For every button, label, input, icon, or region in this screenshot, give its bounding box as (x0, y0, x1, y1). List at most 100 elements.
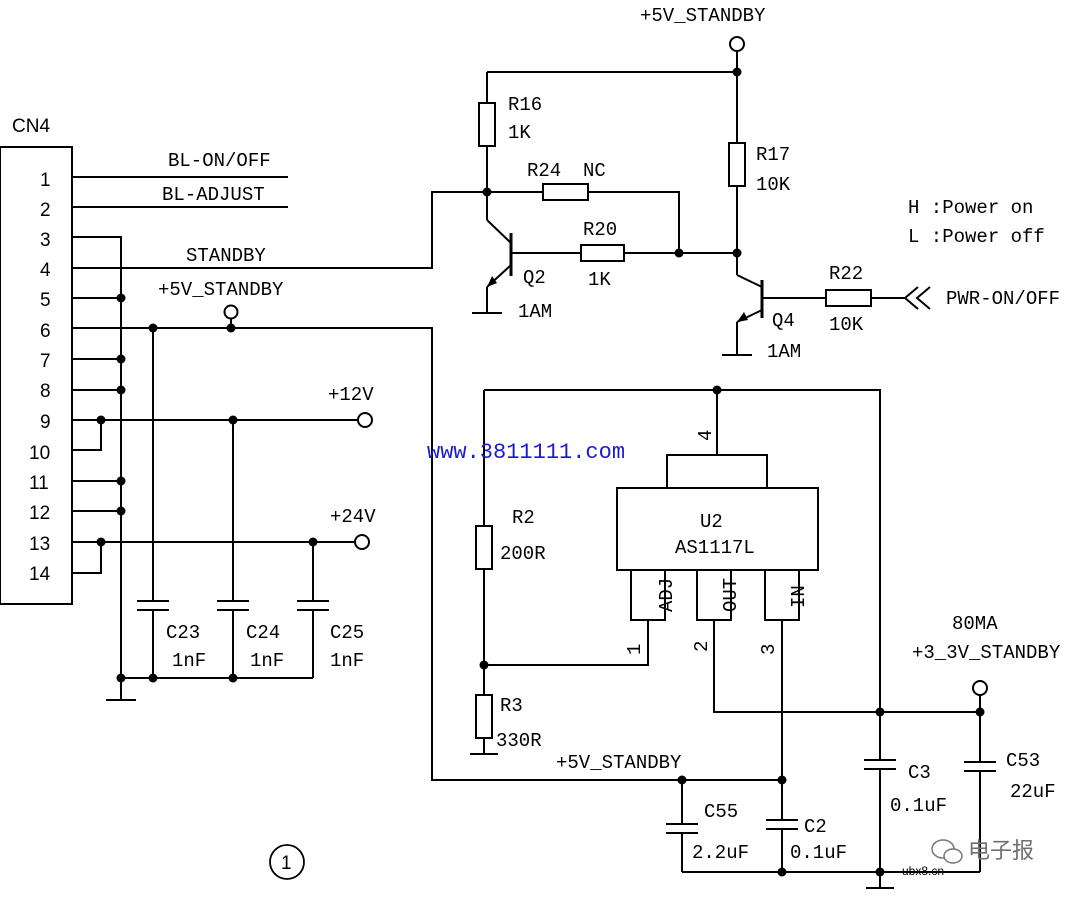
signal-standby: STANDBY (186, 245, 266, 267)
res-value: 330R (496, 730, 542, 752)
pin-number-tab: 4 (695, 430, 717, 441)
cap-name: C24 (246, 622, 280, 644)
res-value: 1K (588, 269, 611, 291)
transistor-q4: Q4 1AM (722, 253, 801, 363)
wechat-logo-icon (931, 839, 963, 864)
transistor-name: Q4 (772, 310, 795, 332)
transistor-value: 1AM (767, 341, 801, 363)
pin-number: 2 (40, 200, 51, 221)
cap-value: 2.2uF (692, 842, 749, 864)
wire-5v-standby (72, 327, 778, 781)
rail-24v-label: +24V (330, 506, 376, 528)
pin-number: 1 (40, 170, 51, 191)
pin-number: 3 (40, 230, 51, 251)
cap-value: 0.1uF (890, 795, 947, 817)
capacitor-c53: C53 22uF (964, 712, 1056, 872)
pin-number-out: 2 (691, 641, 713, 652)
capacitor-c23: C23 1nF (137, 328, 206, 678)
pin-number-in: 3 (758, 644, 780, 655)
res-value: 200R (500, 543, 546, 565)
cap-name: C2 (804, 816, 827, 838)
pin-number: 14 (29, 564, 51, 585)
resistor-r17: R17 10K (728, 72, 791, 253)
pin-number: 7 (40, 351, 51, 372)
res-name: R22 (829, 263, 863, 285)
pin-number-adj: 1 (624, 644, 646, 655)
signal-bl-adjust: BL-ADJUST (162, 184, 265, 206)
pin-number: 9 (40, 412, 51, 433)
res-value: 10K (829, 314, 864, 336)
pin-number: 4 (40, 260, 51, 281)
capacitor-c24: C24 1nF (217, 420, 284, 678)
legend-high: H :Power on (908, 197, 1033, 219)
cap-value: 22uF (1010, 781, 1056, 803)
res-name: R16 (508, 94, 542, 116)
transistor-q2: Q2 1AM (472, 192, 552, 323)
pin-number: 11 (29, 473, 49, 494)
res-name: R3 (500, 695, 523, 717)
cap-value: 0.1uF (790, 842, 847, 864)
res-name: R17 (756, 144, 790, 166)
res-value: 10K (756, 174, 791, 196)
watermark-url: www.3811111.com (427, 440, 625, 465)
capacitor-c55: C55 2.2uF (666, 780, 749, 872)
connector-cn4: CN4 1 2 3 4 5 6 7 8 9 10 11 12 13 14 (0, 116, 73, 605)
figure-number-circle (269, 844, 305, 880)
wire-ground-bus (72, 236, 122, 700)
pin-number: 13 (29, 534, 50, 555)
figure-number: 1 (281, 853, 292, 874)
rail-5v-left-label: +5V_STANDBY (158, 279, 284, 301)
terminal-5v-top (729, 36, 745, 52)
regulator-u2: U2 AS1117L ADJ OUT IN (616, 454, 819, 621)
pin-number: 5 (40, 290, 51, 311)
pin-number: 10 (29, 443, 50, 464)
cap-value: 1nF (330, 650, 364, 672)
transistor-name: Q2 (523, 267, 546, 289)
signal-bl-on-off: BL-ON/OFF (168, 150, 271, 172)
cap-name: C53 (1006, 750, 1040, 772)
res-name: R20 (583, 219, 617, 241)
cap-name: C55 (704, 801, 738, 823)
resistor-r16: R16 1K (478, 72, 542, 192)
rail-33v-label: +3_3V_STANDBY (912, 642, 1061, 664)
input-arrow (903, 286, 919, 310)
res-value: NC (583, 160, 606, 182)
watermark-site: ubx8.cn (902, 864, 944, 878)
pin-number: 12 (29, 503, 50, 524)
pin-number: 8 (40, 381, 51, 402)
pin-number: 6 (40, 321, 51, 342)
resistor-r22: R22 10K (762, 263, 905, 336)
resistor-r20: R20 1K (511, 219, 737, 291)
regulator-part: AS1117L (675, 537, 755, 559)
rail-5v-top-label: +5V_STANDBY (640, 5, 766, 27)
cap-name: C25 (330, 622, 364, 644)
wire-reg-tab-bus (484, 389, 881, 760)
connector-title: CN4 (12, 116, 50, 137)
input-pwr-label: PWR-ON/OFF (946, 288, 1060, 310)
rail-12v-label: +12V (328, 384, 374, 406)
rail-5v-bottom-label: +5V_STANDBY (556, 752, 682, 774)
cap-value: 1nF (250, 650, 284, 672)
terminal-33v (972, 680, 988, 696)
pin-label-out: OUT (720, 578, 742, 612)
regulator-name: U2 (700, 511, 723, 533)
terminal-5v-left (223, 304, 239, 320)
terminal-12v (357, 412, 373, 428)
pin-label-adj: ADJ (656, 578, 678, 612)
watermark-brand: 电子报 (968, 839, 1034, 864)
resistor-r2: R2 200R (475, 390, 546, 695)
res-value: 1K (508, 122, 531, 144)
cap-value: 1nF (172, 650, 206, 672)
res-name: R24 (527, 160, 561, 182)
pin-label-in: IN (788, 585, 810, 608)
terminal-24v (354, 534, 370, 550)
capacitor-c25: C25 1nF (297, 542, 364, 678)
cap-name: C23 (166, 622, 200, 644)
capacitor-c3: C3 0.1uF (864, 759, 947, 888)
res-name: R2 (512, 507, 535, 529)
wire-standby (72, 191, 487, 269)
resistor-r3: R3 330R (470, 694, 542, 755)
legend-low: L :Power off (908, 226, 1045, 248)
cap-name: C3 (908, 762, 931, 784)
